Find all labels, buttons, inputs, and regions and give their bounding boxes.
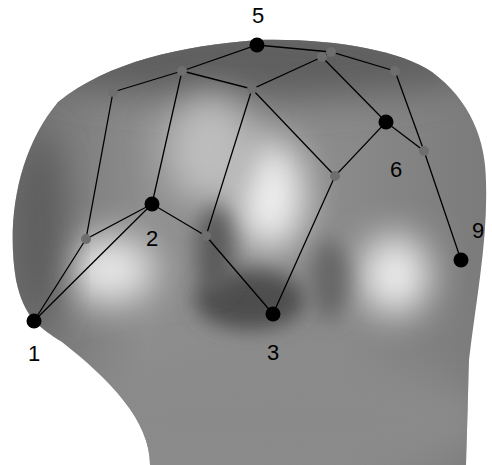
callout-number: 3: [267, 342, 279, 364]
grey-landmarks: [81, 47, 429, 244]
callout-number: 6: [390, 159, 402, 181]
callout-number: 1: [28, 343, 40, 365]
callout-number: 9: [472, 220, 484, 242]
black-landmarks: [27, 38, 469, 329]
callout-number: 5: [252, 5, 264, 27]
mesh-lines: [34, 45, 461, 321]
callout-number: 2: [146, 228, 158, 250]
